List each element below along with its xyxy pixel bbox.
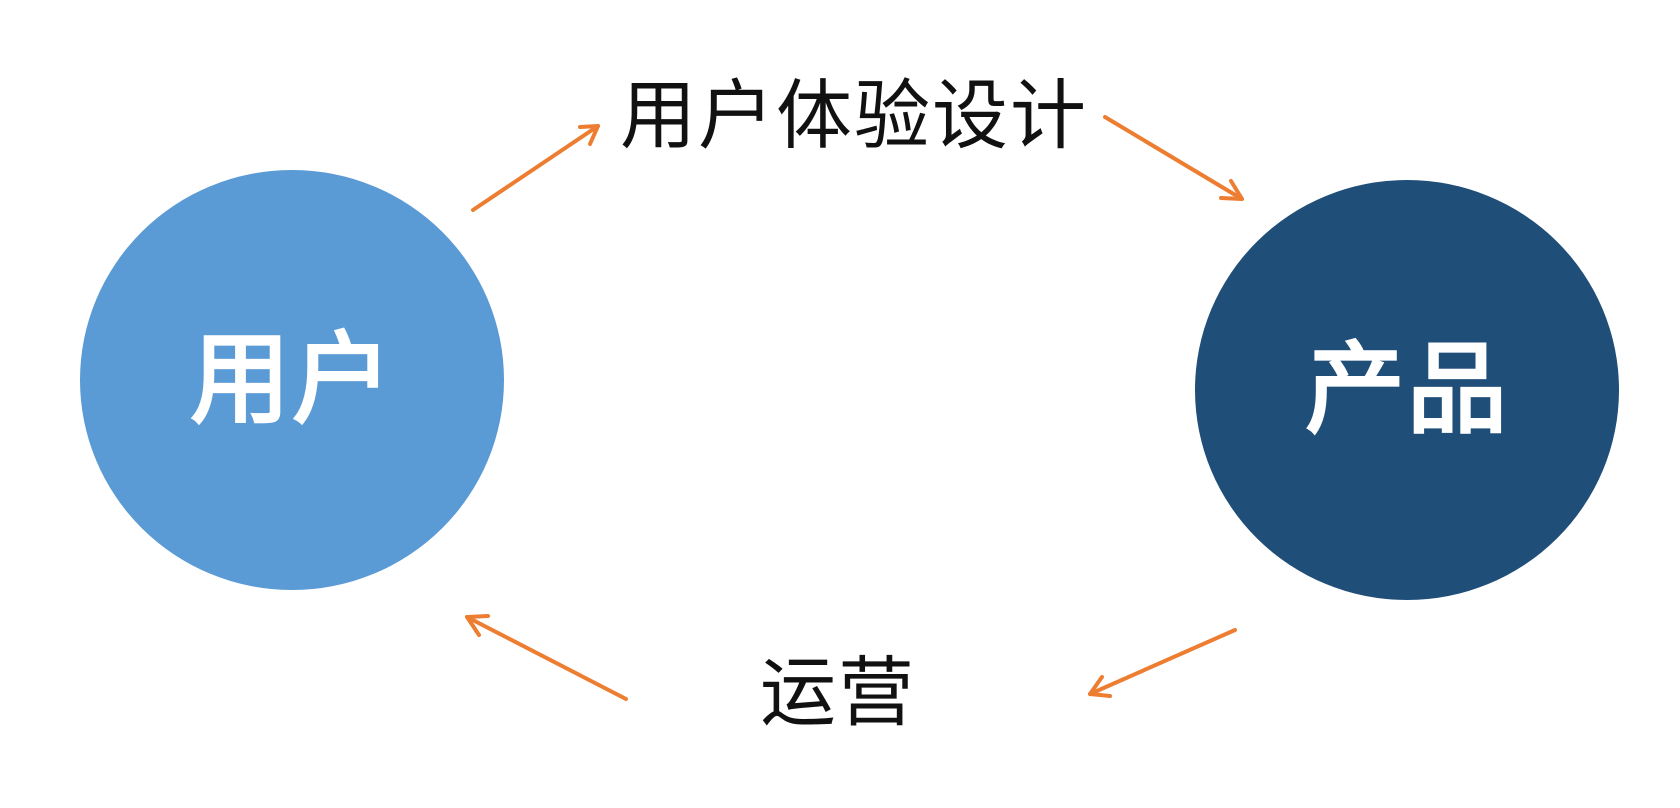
node-product-label: 产品 (1305, 331, 1509, 448)
arrow-ops-to-users (465, 614, 628, 701)
arrow-head (578, 124, 600, 146)
edge-label-ux-design: 用户体验设计 (620, 71, 1088, 160)
arrow-head (1219, 179, 1244, 201)
arrow-head (1088, 675, 1112, 698)
arrow-ux-to-product (1103, 115, 1244, 201)
node-product: 产品 (1195, 180, 1619, 600)
arrow-line (471, 124, 600, 212)
arrow-product-to-ops (1088, 628, 1237, 698)
arrow-head (465, 614, 490, 637)
node-users-label: 用户 (190, 321, 394, 438)
arrow-line (465, 615, 628, 701)
node-users: 用户 (80, 170, 504, 590)
arrow-line (1103, 115, 1244, 201)
arrow-line (1088, 628, 1237, 696)
arrow-users-to-ux (471, 124, 600, 212)
edge-label-operations: 运营 (760, 648, 916, 737)
